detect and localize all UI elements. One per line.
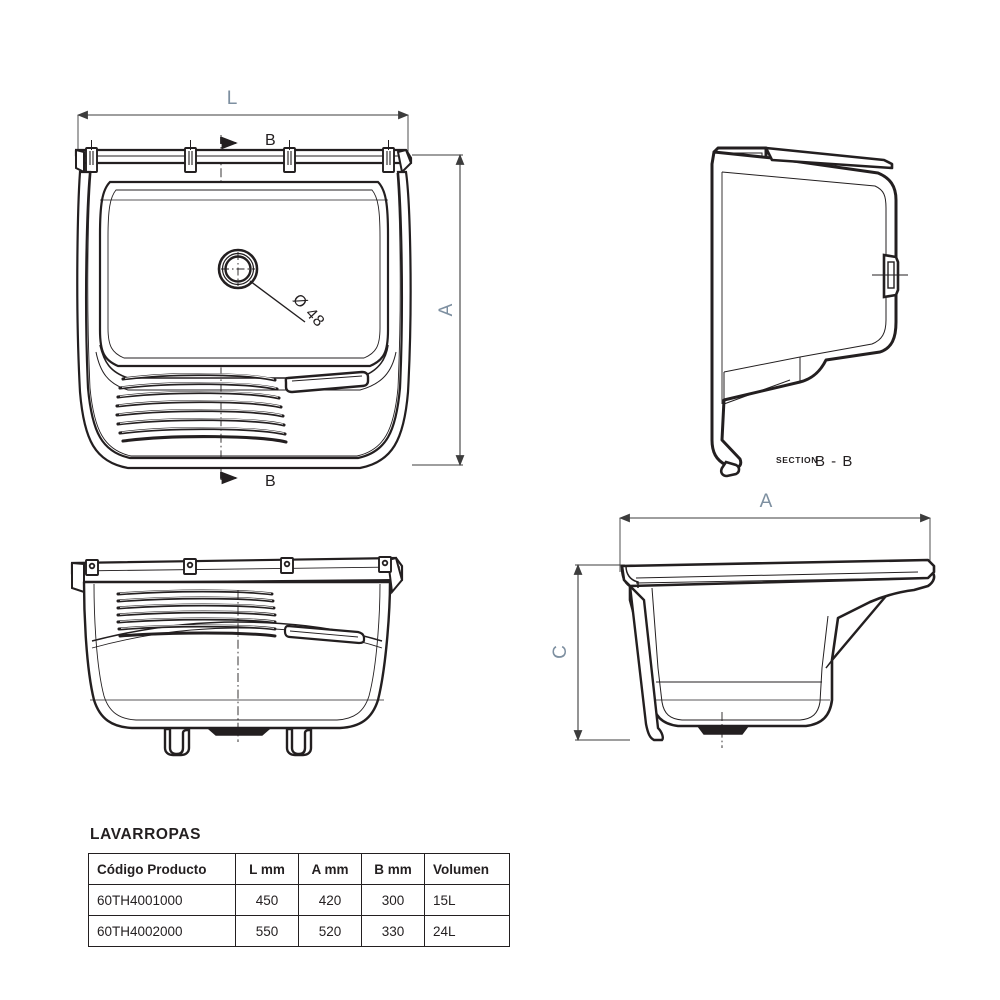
side-view-group <box>573 513 936 748</box>
side-support-leg <box>628 582 664 742</box>
dimension-l <box>76 110 410 152</box>
section-view-group: SECTION B - B <box>710 146 908 478</box>
header-b-mm: B mm <box>361 853 425 885</box>
header-codigo-producto: Código Producto <box>88 853 236 885</box>
cell-l-mm: 450 <box>235 884 299 916</box>
drain-leader-line <box>249 280 306 323</box>
side-rim-plate <box>620 558 936 588</box>
section-arrow-top <box>220 136 238 150</box>
front-washboard-rib-highlights <box>119 590 275 629</box>
bowl-opening-inner <box>107 189 381 359</box>
header-l-mm: L mm <box>235 853 299 885</box>
dimension-label-a-side: A <box>760 491 773 512</box>
front-soap-slot <box>283 624 366 645</box>
washboard-rib-highlights <box>118 373 285 434</box>
section-foot <box>719 460 741 478</box>
cell-b-mm: 330 <box>361 915 425 947</box>
cell-volumen: 24L <box>424 915 510 947</box>
front-mounting-tab-holes-inner <box>90 561 387 568</box>
front-body-outline <box>82 580 392 730</box>
section-mark-b-bottom: B <box>265 473 276 490</box>
cell-codigo: 60TH4002000 <box>88 915 236 947</box>
spec-table-block: LAVARROPAS Código Producto L mm A mm B m… <box>88 826 510 947</box>
spec-table-caption: LAVARROPAS <box>90 826 202 843</box>
mounting-tab-ticks <box>91 140 389 150</box>
table-row: 60TH4001000 450 420 300 15L <box>88 884 510 916</box>
dimension-label-a-top: A <box>436 303 457 316</box>
spec-table: Código Producto L mm A mm B mm Volumen 6… <box>88 853 510 947</box>
cell-codigo: 60TH4001000 <box>88 884 236 916</box>
section-top-flange <box>764 146 894 170</box>
front-feet <box>163 727 313 757</box>
side-drain-boss <box>696 725 750 735</box>
table-row: 60TH4002000 550 520 330 24L <box>88 915 510 947</box>
section-label-code: B - B <box>815 453 853 470</box>
basin-rim-inner-line <box>87 172 401 457</box>
cell-l-mm: 550 <box>235 915 299 947</box>
soap-slot <box>284 370 370 394</box>
backsplash-rail <box>74 148 413 175</box>
cell-volumen: 15L <box>424 884 510 916</box>
section-mark-b-top: B <box>265 132 276 149</box>
front-washboard-ribs <box>116 589 277 638</box>
section-arrow-bottom <box>220 471 238 485</box>
basin-outer-rim <box>76 170 412 470</box>
cell-b-mm: 300 <box>361 884 425 916</box>
washboard-panel-edge <box>99 344 389 379</box>
section-body-outline <box>710 150 898 470</box>
header-a-mm: A mm <box>298 853 362 885</box>
section-label-prefix: SECTION <box>776 455 818 465</box>
top-view-group <box>74 110 465 485</box>
side-inner-contour <box>651 587 829 721</box>
dimension-a-top <box>412 153 465 467</box>
dimension-c-side <box>573 563 630 742</box>
header-volumen: Volumen <box>424 853 510 885</box>
mounting-tab-slots <box>89 151 391 165</box>
washboard-ribs <box>115 373 288 444</box>
table-header-row: Código Producto L mm A mm B mm Volumen <box>88 853 510 885</box>
dimension-label-c-side: C <box>550 645 571 659</box>
front-view-group <box>70 556 404 757</box>
cell-a-mm: 420 <box>298 884 362 916</box>
section-inner-shelf <box>723 356 801 373</box>
cell-a-mm: 520 <box>298 915 362 947</box>
washboard-panel-edge2 <box>95 351 397 391</box>
front-body-inner <box>93 583 381 721</box>
section-overflow-detail <box>872 253 908 299</box>
dimension-label-l: L <box>227 88 238 109</box>
side-drain-chute-bottom <box>825 607 877 669</box>
front-drain-boss <box>205 727 273 736</box>
drain-hole <box>217 248 259 290</box>
